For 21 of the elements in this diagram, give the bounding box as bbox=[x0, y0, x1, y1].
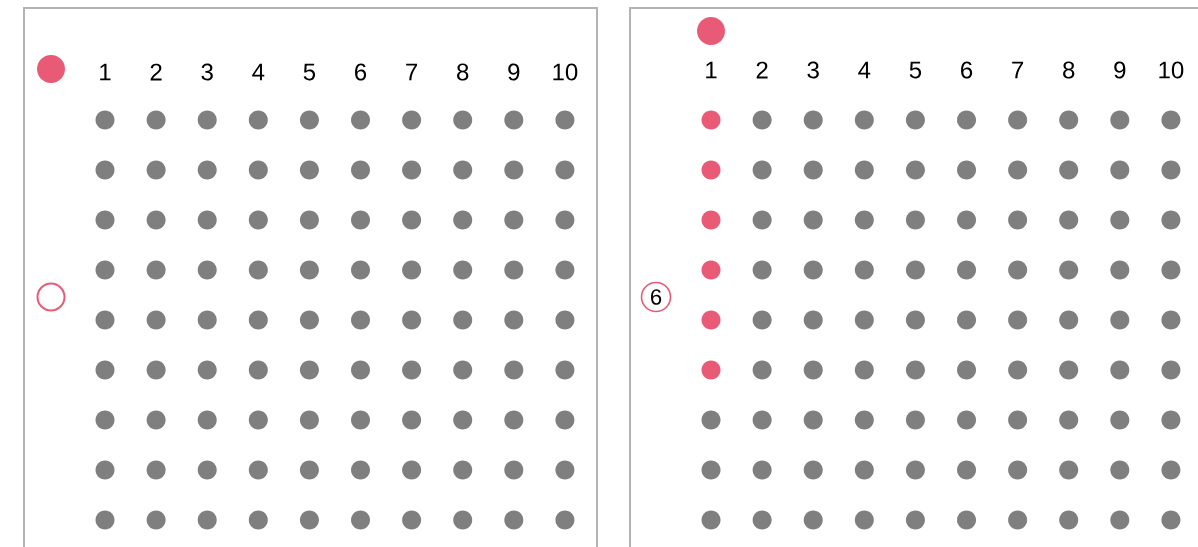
column-number: 1 bbox=[706, 61, 717, 79]
column-number: 7 bbox=[1012, 61, 1024, 79]
column-number: 8 bbox=[1063, 61, 1075, 79]
column-number: 3 bbox=[807, 61, 819, 79]
column-number: 2 bbox=[756, 61, 768, 79]
column-number: 8 bbox=[457, 63, 469, 81]
column-number: 2 bbox=[150, 63, 162, 81]
empty-circle bbox=[36, 282, 66, 312]
column-number: 9 bbox=[1114, 61, 1126, 79]
column-number: 4 bbox=[252, 63, 265, 81]
column-number: 4 bbox=[858, 61, 871, 79]
column-number: 6 bbox=[961, 61, 973, 79]
column-number: 10 bbox=[1159, 61, 1184, 79]
column-number: 5 bbox=[909, 61, 922, 79]
column-number: 3 bbox=[201, 63, 213, 81]
column-number: 6 bbox=[355, 63, 367, 81]
column-number: 10 bbox=[553, 63, 578, 81]
column-number: 1 bbox=[100, 63, 111, 81]
column-number: 5 bbox=[303, 63, 316, 81]
column-number: 7 bbox=[406, 63, 418, 81]
column-number: 9 bbox=[508, 63, 520, 81]
